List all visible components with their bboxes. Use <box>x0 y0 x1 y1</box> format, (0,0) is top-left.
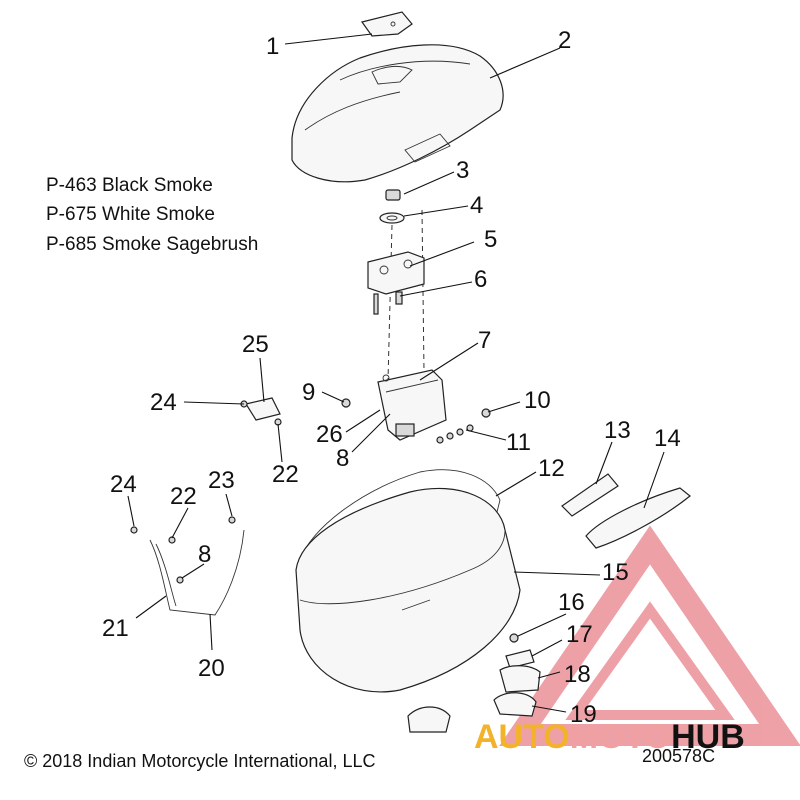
callout-15: 15 <box>602 559 629 586</box>
callout-26: 26 <box>316 421 343 448</box>
diagram-number: 200578C <box>642 746 715 766</box>
callout-1: 1 <box>266 33 279 60</box>
watermark-moto: MOTO <box>570 718 671 756</box>
callout-22: 22 <box>272 461 299 488</box>
callout-9: 9 <box>302 379 315 406</box>
part-notes: P-463 Black Smoke P-675 White Smoke P-68… <box>46 175 258 255</box>
watermark-triangle-icon <box>499 525 800 746</box>
callout-18: 18 <box>564 661 591 688</box>
watermark-inner-triangle-icon <box>565 601 735 720</box>
part-3-bolt <box>385 189 401 201</box>
watermark-hub: HUB <box>671 718 745 756</box>
part-13-trim <box>561 473 619 517</box>
part-note: P-463 Black Smoke <box>46 175 213 196</box>
callout-12: 12 <box>538 455 565 482</box>
callout-3: 3 <box>456 157 469 184</box>
callout-8: 8 <box>336 445 349 472</box>
callout-16: 16 <box>558 589 585 616</box>
callout-22b: 22 <box>170 483 197 510</box>
callout-20: 20 <box>198 655 225 682</box>
leader-lines <box>127 33 665 713</box>
callout-7: 7 <box>478 327 491 354</box>
callout-6: 6 <box>474 266 487 293</box>
alignment-line <box>387 224 393 381</box>
part-note: P-685 Smoke Sagebrush <box>46 234 258 255</box>
callout-8b: 8 <box>198 541 211 568</box>
callout-11: 11 <box>506 429 531 456</box>
watermark-auto: AUTO <box>474 718 570 756</box>
part-14-trim <box>585 487 691 549</box>
callout-24b: 24 <box>110 471 137 498</box>
callout-10: 10 <box>524 387 551 414</box>
callouts: 1 2 3 4 5 6 7 9 24 25 26 8 10 11 22 12 1… <box>102 27 681 728</box>
callout-17: 17 <box>566 621 593 648</box>
part-2-lid <box>291 44 504 183</box>
part-20-21-frame <box>130 516 245 616</box>
callout-19: 19 <box>570 701 597 728</box>
part-1-cover <box>360 11 413 37</box>
callout-4: 4 <box>470 192 483 219</box>
part-7-hinge-mount <box>377 369 447 441</box>
part-4-washer <box>379 212 405 224</box>
watermark-text: AUTOMOTOHUB <box>474 718 745 756</box>
copyright-text: © 2018 Indian Motorcycle International, … <box>24 751 375 771</box>
part-5-hinge-block <box>367 251 425 315</box>
callout-14: 14 <box>654 425 681 452</box>
part-15-saddlebag <box>295 487 521 693</box>
part-note: P-675 White Smoke <box>46 204 215 225</box>
callout-13: 13 <box>604 417 631 444</box>
watermark-logo <box>499 525 800 746</box>
callout-5: 5 <box>484 226 497 253</box>
callout-24: 24 <box>150 389 177 416</box>
callout-23: 23 <box>208 467 235 494</box>
latch-parts <box>407 633 541 733</box>
callout-2: 2 <box>558 27 571 54</box>
fasteners-9-10-11 <box>341 398 491 444</box>
part-25-bracket <box>240 397 282 426</box>
callout-25: 25 <box>242 331 269 358</box>
callout-21: 21 <box>102 615 129 642</box>
